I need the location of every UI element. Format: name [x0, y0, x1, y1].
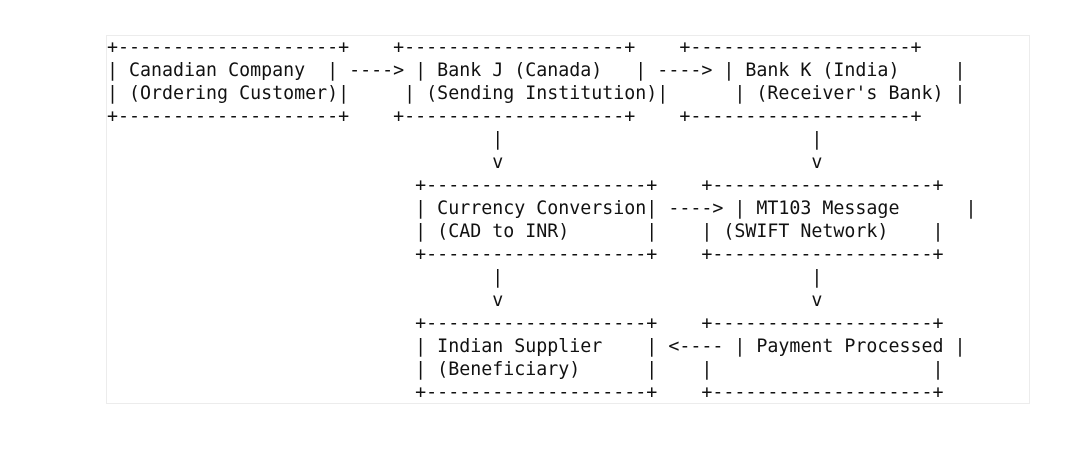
diagram-line: v v: [107, 290, 823, 311]
ascii-flow-diagram: +--------------------+ +----------------…: [107, 36, 977, 404]
diagram-line: +--------------------+ +----------------…: [107, 175, 944, 196]
diagram-line: | |: [107, 267, 823, 288]
diagram-line: | Indian Supplier | <---- | Payment Proc…: [107, 336, 966, 357]
diagram-line: +--------------------+ +----------------…: [107, 106, 922, 127]
code-block: +--------------------+ +----------------…: [106, 35, 1030, 404]
diagram-line: +--------------------+ +----------------…: [107, 313, 944, 334]
diagram-line: | Canadian Company | ----> | Bank J (Can…: [107, 60, 966, 81]
diagram-line: | (Ordering Customer)| | (Sending Instit…: [107, 83, 966, 104]
diagram-line: | Currency Conversion| ----> | MT103 Mes…: [107, 198, 977, 219]
diagram-line: | (Beneficiary) | | |: [107, 359, 944, 380]
diagram-line: +--------------------+ +----------------…: [107, 37, 922, 58]
diagram-line: | (CAD to INR) | | (SWIFT Network) |: [107, 221, 944, 242]
diagram-line: +--------------------+ +----------------…: [107, 382, 944, 403]
diagram-line: v v: [107, 152, 823, 173]
diagram-line: | |: [107, 129, 823, 150]
diagram-line: +--------------------+ +----------------…: [107, 244, 944, 265]
